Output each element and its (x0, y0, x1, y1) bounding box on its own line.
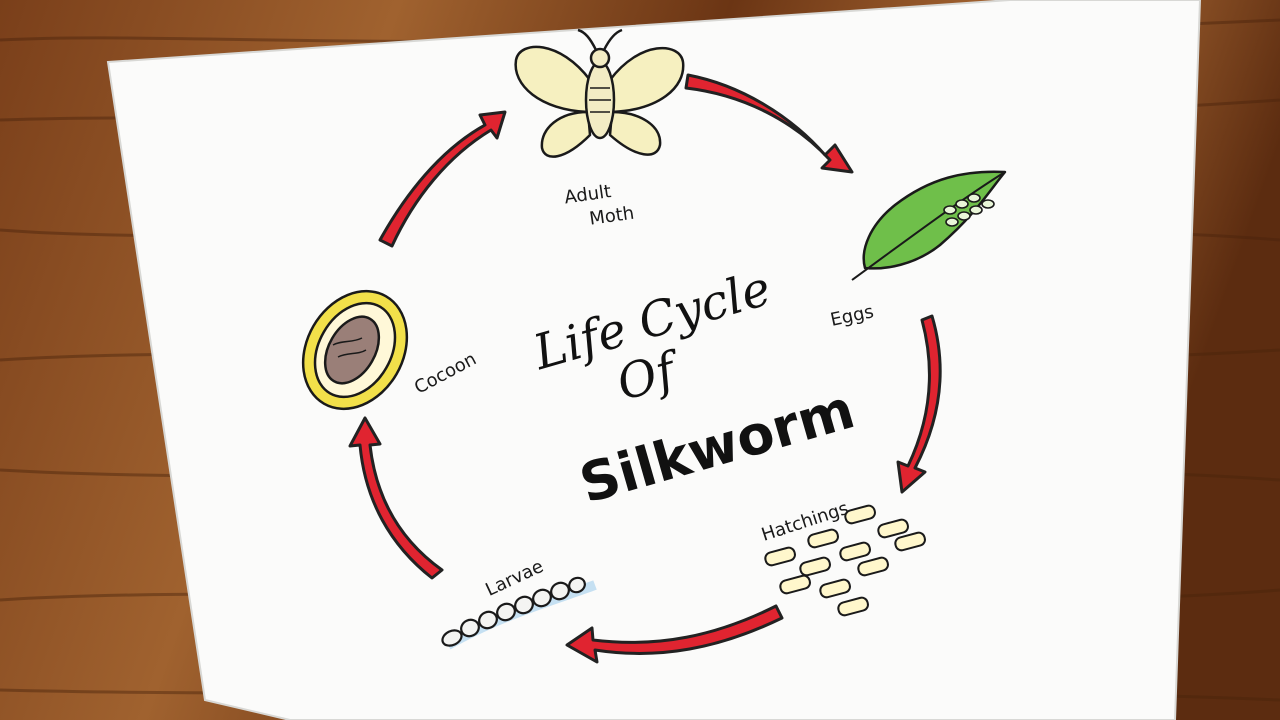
arrow-cocoon-to-moth (378, 110, 507, 248)
cocoon-icon (301, 289, 409, 411)
arrow-hatchings-to-larvae (565, 604, 784, 664)
arrow-moth-to-eggs (684, 73, 854, 174)
leaf-eggs-icon (851, 170, 1007, 281)
cycle-arrows (348, 73, 942, 664)
arrow-eggs-to-hatchings (896, 314, 942, 494)
larva-icon (441, 576, 597, 650)
hatchings-icon (764, 504, 926, 617)
paper-sheet (106, 0, 1202, 720)
arrow-larvae-to-cocoon (348, 416, 444, 580)
moth-icon (514, 28, 685, 158)
